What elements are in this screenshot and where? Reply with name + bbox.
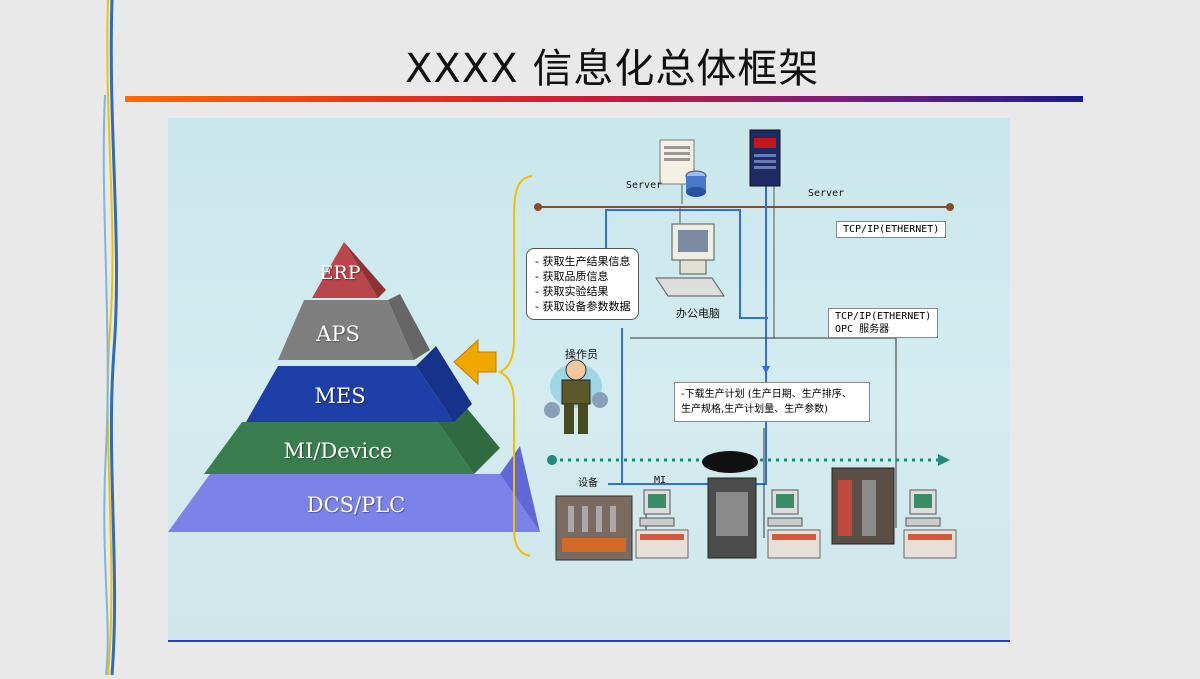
operator-icon: [544, 359, 608, 434]
left-decoration: [0, 0, 130, 676]
layer-label-mes: MES: [314, 384, 366, 408]
left-arrow-icon: [453, 338, 497, 386]
mi-label: MI: [654, 475, 667, 486]
layer-label-dcs: DCS/PLC: [306, 493, 406, 517]
slide-title: XXXX 信息化总体框架: [405, 46, 820, 92]
tcpip-label: TCP/IP(ETHERNET): [836, 221, 947, 238]
erp-layer-shape: [312, 242, 378, 298]
opc-server-label: TCP/IP(ETHERNET) OPC 服务器: [828, 308, 939, 338]
operator-label: 操作员: [565, 348, 598, 361]
mi-pc-icon-1: [639, 489, 675, 527]
aps-layer-shape: [278, 300, 414, 360]
equipment-photo-2: [707, 477, 757, 559]
acquire-info-box: - 获取生产结果信息 - 获取品质信息 - 获取实验结果 - 获取设备参数数据: [526, 248, 640, 320]
layer-label-erp: ERP: [319, 262, 361, 284]
mi-pc-icon-2: [767, 489, 803, 527]
layer-label-mi: MI/Device: [283, 439, 393, 463]
office-pc-label: 办公电脑: [676, 307, 720, 320]
acquire-item: - 获取设备参数数据: [535, 300, 631, 313]
mes-layer-shape: [246, 366, 454, 422]
server-right-label: Server: [808, 188, 845, 199]
equipment-photo-3: [831, 467, 895, 545]
network-hub-icon: [702, 451, 758, 473]
opc-line2: OPC 服务器: [835, 324, 890, 335]
download-line1: -下载生产计划 (生产日期、生产排序、: [681, 389, 852, 400]
download-line2: 生产规格,生产计划量、生产参数): [681, 404, 829, 415]
download-plan-box: -下载生产计划 (生产日期、生产排序、 生产规格,生产计划量、生产参数): [674, 382, 870, 422]
plc-icon-1: [635, 529, 689, 559]
mi-pc-icon-3: [905, 489, 941, 527]
acquire-item: - 获取品质信息: [535, 270, 609, 283]
server-left-label: Server: [626, 180, 663, 191]
layer-label-aps: APS: [316, 322, 360, 346]
equipment-photo-1: [555, 495, 633, 561]
server-tower-icon: [659, 139, 707, 197]
framework-diagram: ERP APS MES MI/Device DCS/PLC Server Ser…: [168, 118, 1010, 642]
acquire-item: - 获取实验结果: [535, 285, 609, 298]
plc-icon-2: [767, 529, 821, 559]
equipment-label: 设备: [578, 478, 598, 489]
office-pc-icon: [655, 223, 725, 297]
dcs-layer-shape: [168, 474, 540, 532]
title-divider: [125, 96, 1083, 102]
acquire-item: - 获取生产结果信息: [535, 255, 631, 268]
server-rack-icon: [749, 129, 781, 187]
plc-icon-3: [903, 529, 957, 559]
opc-line1: TCP/IP(ETHERNET): [835, 311, 932, 322]
mi-layer-shape: [204, 422, 474, 474]
